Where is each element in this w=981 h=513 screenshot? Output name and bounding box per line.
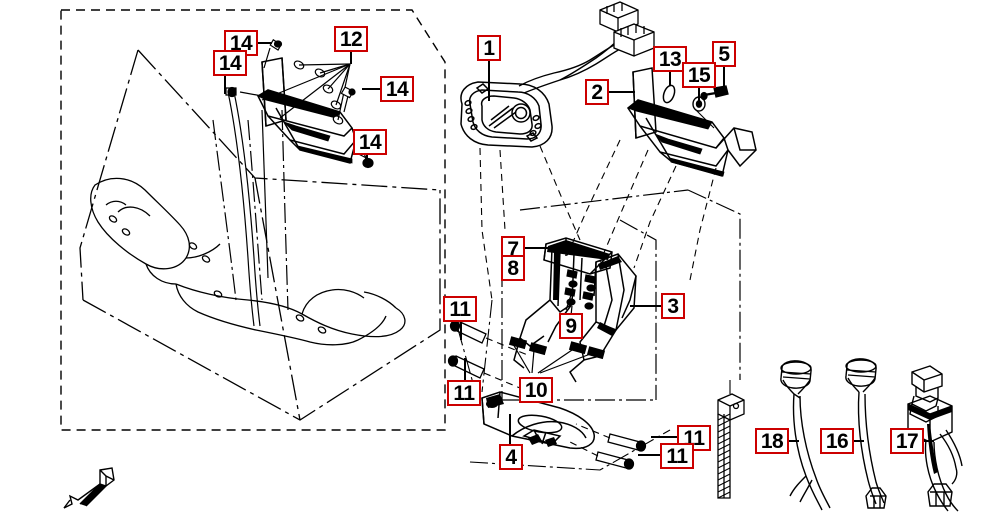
harness-connector-lower — [613, 23, 655, 57]
part-callout-8-c8[interactable]: 8 — [501, 255, 525, 281]
callout-leader-l3 — [630, 305, 661, 307]
part-callout-13-c13[interactable]: 13 — [653, 46, 687, 72]
hatched-strip-part — [717, 393, 745, 499]
left-subassembly-boundary — [60, 9, 446, 431]
part-callout-11-c11b[interactable]: 11 — [447, 380, 481, 406]
callout-leader-l11a — [460, 322, 462, 340]
part-callout-10-c10[interactable]: 10 — [519, 377, 553, 403]
part-callout-5-c5[interactable]: 5 — [712, 41, 736, 67]
part-callout-11-c11a[interactable]: 11 — [443, 296, 477, 322]
callout-leader-l16 — [854, 440, 864, 442]
part-callout-4-c4[interactable]: 4 — [499, 444, 523, 470]
hatched-strip-hatching — [717, 413, 731, 499]
bottom-left-clip-shading — [80, 484, 106, 506]
part-callout-1-c1[interactable]: 1 — [477, 35, 501, 61]
callout-leader-l14a — [248, 42, 272, 44]
left-lower-shield — [175, 242, 406, 346]
callout-leader-l12 — [350, 52, 352, 64]
callout-leader-l14b — [224, 76, 226, 94]
part-callout-2-c2[interactable]: 2 — [585, 79, 609, 105]
callout-leader-l17 — [924, 440, 934, 442]
switch-cable-16-top-detail — [846, 369, 877, 378]
lower-right-bracket — [569, 253, 637, 383]
mid-assembly-phantom-box — [501, 189, 741, 401]
left-assembly-bolts — [225, 38, 374, 169]
switch-cable-18-top-detail — [781, 371, 812, 380]
part-callout-15-c15[interactable]: 15 — [682, 62, 716, 88]
part-callout-9-c9[interactable]: 9 — [559, 313, 583, 339]
switch-cable-short-part-16 — [845, 358, 887, 509]
callout-leader-l5 — [723, 67, 725, 89]
left-cable-runs — [227, 91, 269, 327]
callout-leader-l11d — [638, 454, 660, 456]
callout-leader-l14c — [362, 88, 380, 90]
lower-mount-shading — [547, 240, 610, 300]
part-callout-17-c17[interactable]: 17 — [890, 428, 924, 454]
part-callout-18-c18[interactable]: 18 — [755, 428, 789, 454]
callout-leader-l18 — [789, 440, 799, 442]
right-bracket-assembly — [626, 67, 757, 177]
right-bracket-shading — [627, 99, 725, 177]
callout-leader-l11c — [651, 436, 677, 438]
left-body-panel — [90, 177, 221, 285]
nut-leaders-part-9 — [565, 291, 573, 311]
callout-leader-l14d — [366, 155, 368, 167]
left-floorboard-phantom — [79, 49, 441, 421]
callout-leader-l1 — [488, 61, 490, 101]
callout-leader-l11b — [464, 358, 466, 380]
left-cable-phantom — [212, 109, 289, 311]
instrument-cluster — [460, 81, 553, 148]
bolt-set-leaders — [512, 343, 594, 374]
nut-fasteners — [564, 269, 596, 310]
sensor-17-shading — [908, 404, 952, 474]
long-bolts-part-11 — [447, 320, 647, 470]
part-callout-3-c3[interactable]: 3 — [661, 293, 685, 319]
part-callout-14-c14d[interactable]: 14 — [353, 129, 387, 155]
switch-cable-long-part-18 — [780, 360, 831, 511]
callout-leader-l15 — [698, 88, 700, 102]
horn-shading — [486, 394, 557, 447]
callout-leader-l4 — [509, 414, 511, 444]
grommet-ring-part — [662, 84, 676, 104]
callout-leader-l13 — [669, 72, 671, 86]
bolt-set-part-10 — [508, 336, 606, 360]
part-callout-12-c12[interactable]: 12 — [334, 26, 368, 52]
part-callout-16-c16[interactable]: 16 — [820, 428, 854, 454]
harness-connector-upper — [599, 1, 639, 33]
part-callout-14-c14c[interactable]: 14 — [380, 76, 414, 102]
cluster-mount-phantom — [479, 145, 581, 301]
lower-right-bracket-shading — [597, 256, 622, 336]
callout-leader-l7 — [525, 247, 561, 249]
callout-leader-l2 — [609, 91, 635, 93]
part-callout-14-c14b[interactable]: 14 — [213, 50, 247, 76]
part-callout-11-c11d[interactable]: 11 — [660, 443, 694, 469]
